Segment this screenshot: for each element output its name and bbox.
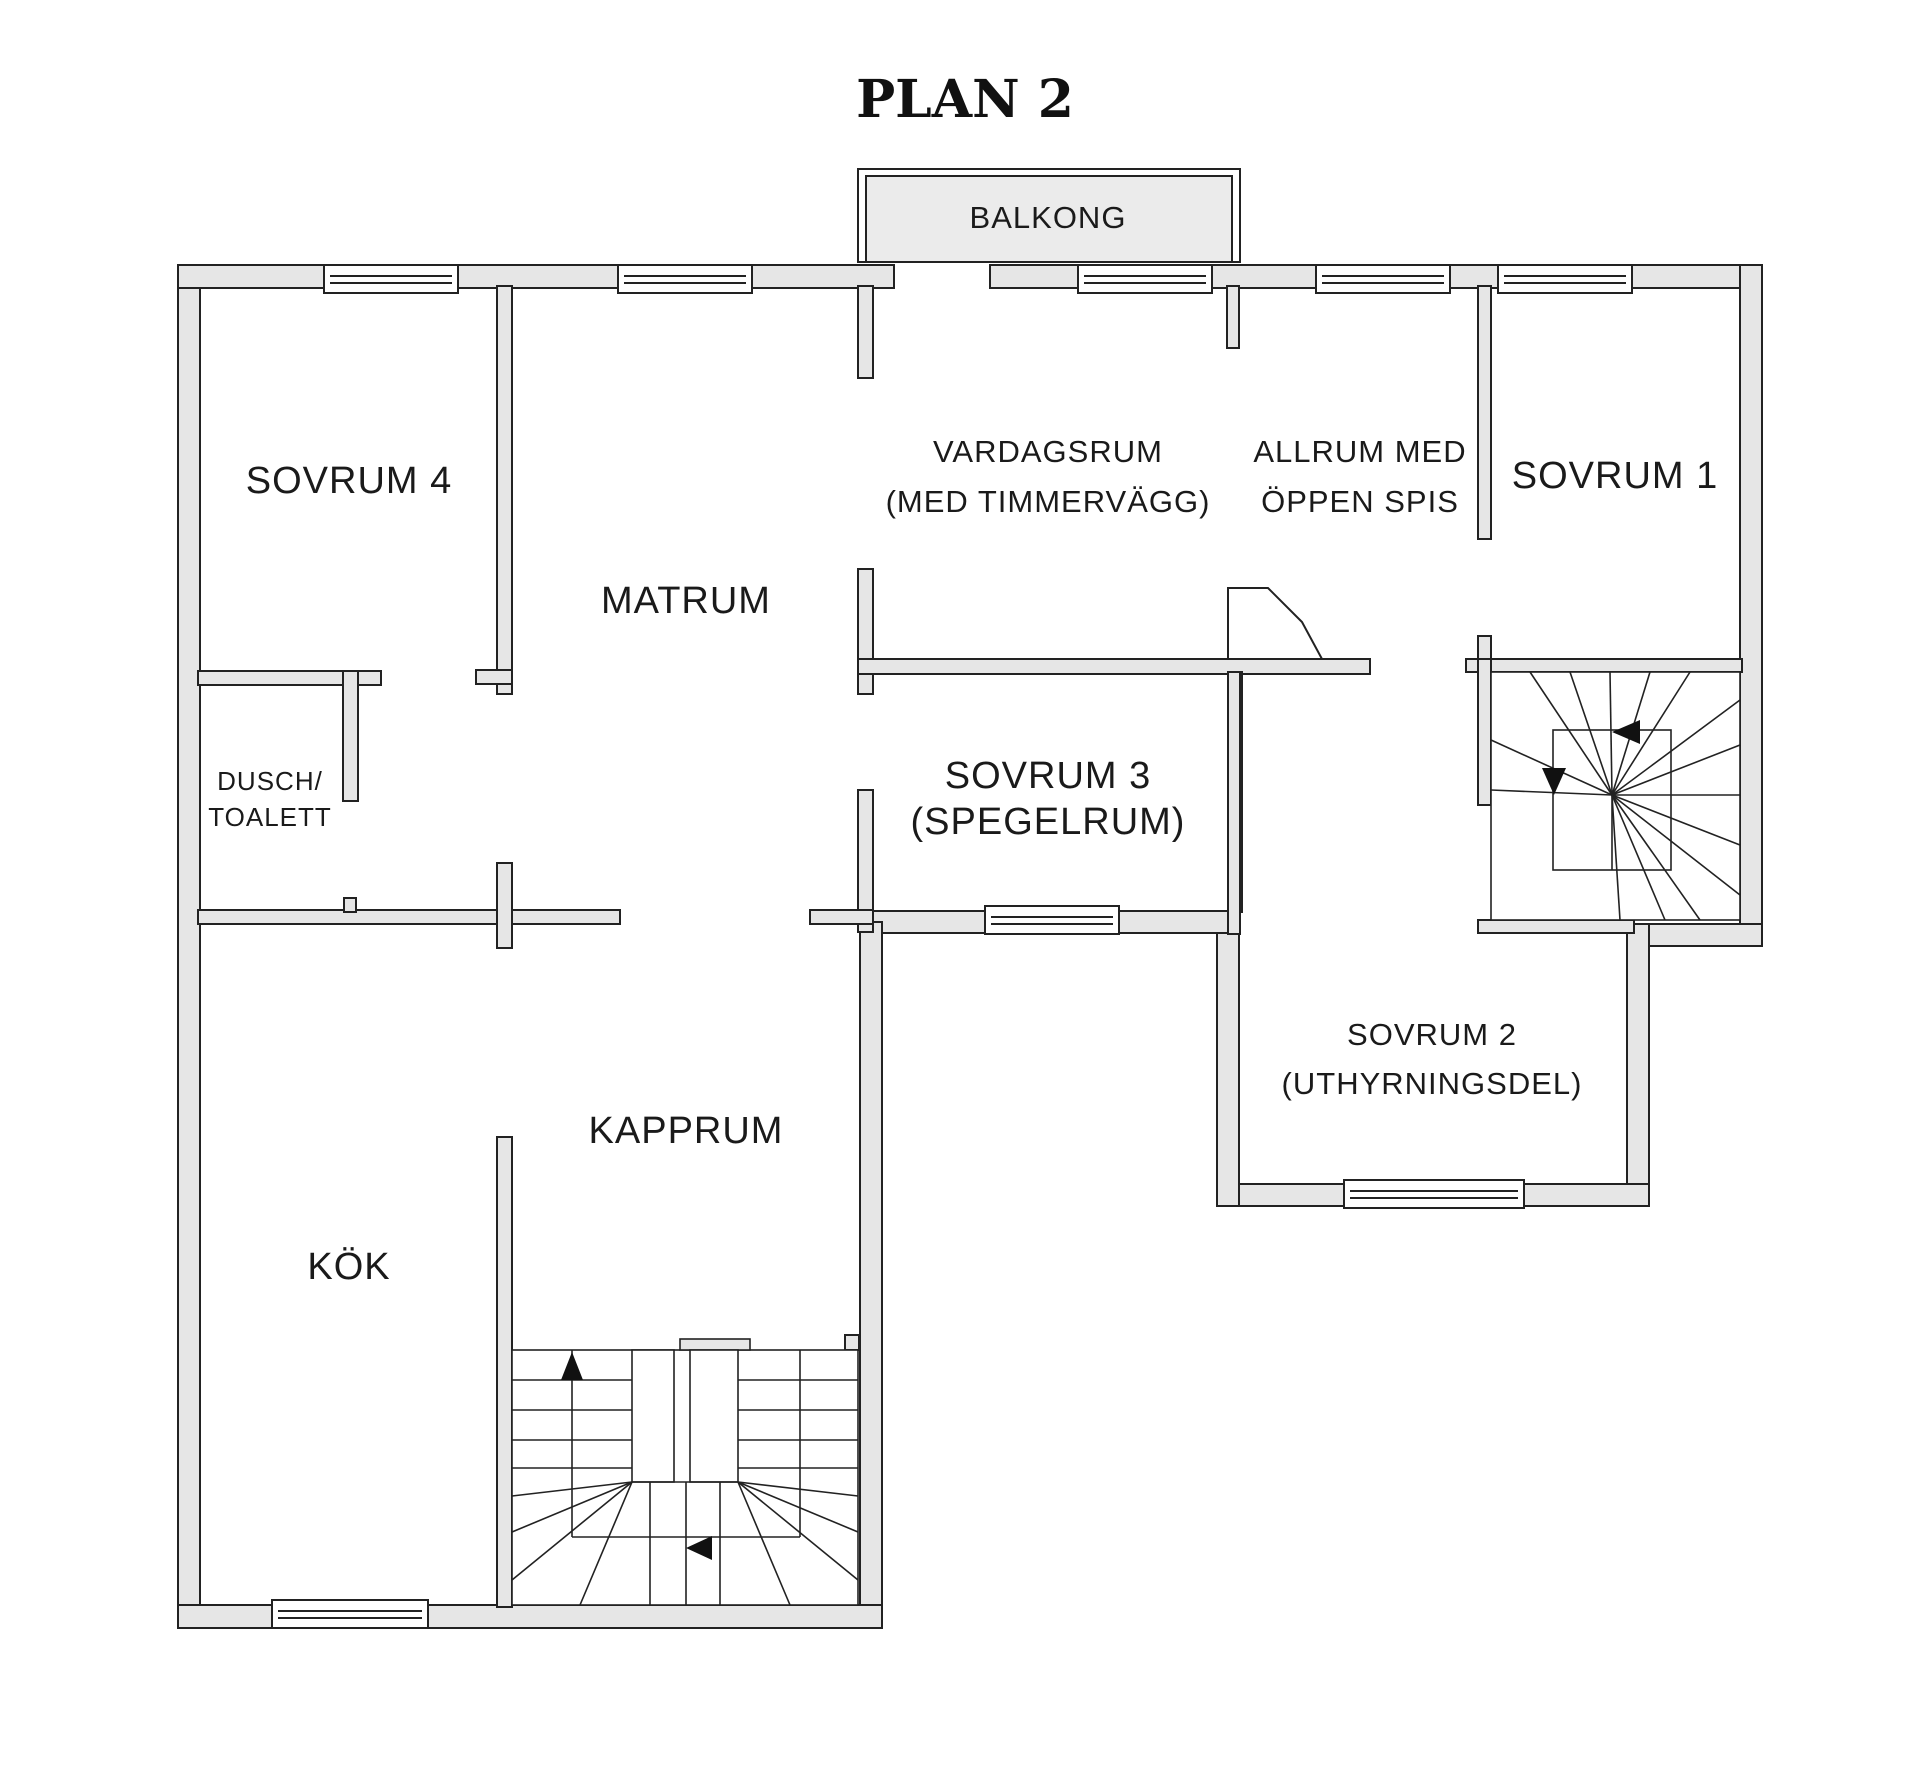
window bbox=[984, 905, 1120, 935]
stair-arrow-down bbox=[1542, 768, 1566, 795]
label-balkong: BALKONG bbox=[970, 200, 1127, 235]
label-vardagsrum-line2: (MED TIMMERVÄGG) bbox=[886, 484, 1211, 519]
window bbox=[323, 264, 459, 294]
label-sovrum-3-line2: (SPEGELRUM) bbox=[911, 801, 1186, 843]
plan-title: PLAN 2 bbox=[856, 69, 1074, 130]
window bbox=[1077, 264, 1213, 294]
label-kapprum: KAPPRUM bbox=[589, 1110, 784, 1152]
balcony bbox=[857, 168, 1241, 263]
window bbox=[271, 1599, 429, 1629]
label-sovrum-3-line1: SOVRUM 3 bbox=[945, 755, 1151, 797]
staircase-lower bbox=[511, 1338, 859, 1606]
stair-arrow-right bbox=[1612, 720, 1640, 744]
staircase-upper bbox=[1490, 671, 1741, 921]
window bbox=[1497, 264, 1633, 294]
label-matrum: MATRUM bbox=[601, 580, 771, 622]
windows bbox=[271, 264, 1633, 1629]
label-vardagsrum-line1: VARDAGSRUM bbox=[933, 434, 1163, 469]
label-allrum-line1: ALLRUM MED bbox=[1253, 434, 1466, 469]
window bbox=[617, 264, 753, 294]
window bbox=[1315, 264, 1451, 294]
label-sovrum-2-line1: SOVRUM 2 bbox=[1347, 1017, 1517, 1052]
label-sovrum-1: SOVRUM 1 bbox=[1512, 455, 1718, 497]
label-kok: KÖK bbox=[307, 1246, 390, 1288]
label-sovrum-4: SOVRUM 4 bbox=[246, 460, 452, 502]
label-dusch-line1: DUSCH/ bbox=[217, 766, 323, 796]
label-sovrum-2-line2: (UTHYRNINGSDEL) bbox=[1282, 1066, 1583, 1101]
stair-arrow-left bbox=[686, 1536, 712, 1560]
room-labels: BALKONG SOVRUM 4 MATRUM VARDAGSRUM (MED … bbox=[208, 200, 1718, 1288]
fireplace bbox=[1227, 587, 1324, 660]
stair-arrow-up bbox=[561, 1352, 583, 1380]
window bbox=[1343, 1179, 1525, 1209]
label-allrum-line2: ÖPPEN SPIS bbox=[1261, 484, 1459, 519]
label-dusch-line2: TOALETT bbox=[208, 802, 332, 832]
